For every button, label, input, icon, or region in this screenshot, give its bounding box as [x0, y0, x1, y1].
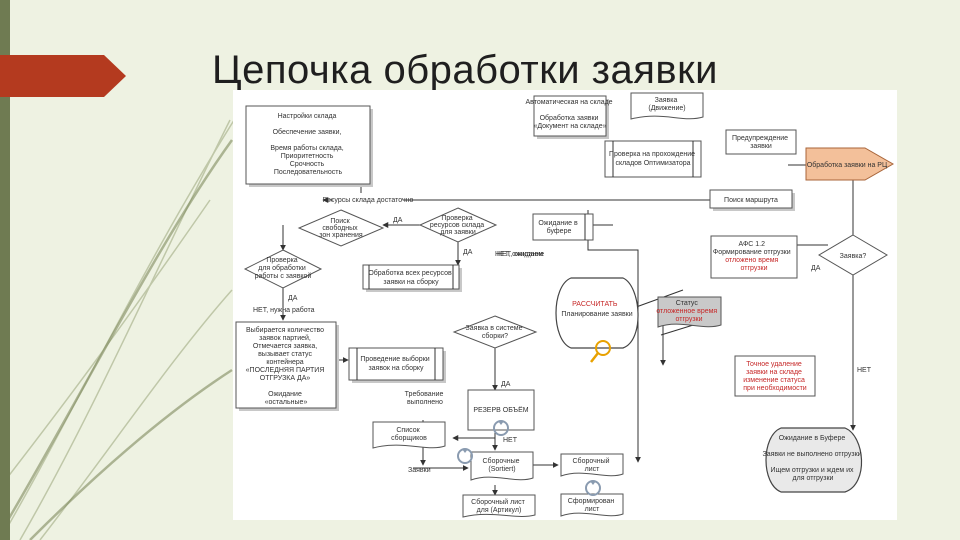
sync-icon [493, 420, 509, 436]
svg-text:Сборочный лист для (Арти: Сборочный лист для (Артикул) [471, 498, 527, 514]
svg-text:Ресурсы склада достаточно: Ресурсы склада достаточно [323, 197, 414, 204]
node-precise-removal: Точное удаление заявки на складе изменен… [734, 355, 816, 397]
edge-label: ДА [811, 265, 821, 272]
svg-text:Поиск свободных зо: Поиск свободных зон хранения [319, 218, 363, 239]
svg-text:АФС 1.2 Формирование отг: АФС 1.2 Формирование отгрузки отложено в… [713, 233, 795, 272]
node-assembly-selection: Проведение выборки заявок на сборку [348, 347, 446, 383]
svg-text:Сборочный лист: Сборочный лист [573, 457, 612, 473]
accent-bar [0, 0, 10, 540]
edge-label: ДА [463, 249, 473, 256]
node-buffer-waiting-display: Ожидание в Буфере Заявки не выполнено от… [762, 427, 863, 493]
node-status-document: Статус отложенное время отгрузки [656, 292, 722, 328]
svg-text:Заявка?: Заявка? [840, 253, 867, 260]
svg-text:Предупреждение заявки: Предупреждение заявки [732, 135, 790, 150]
flowchart-canvas: Настройки склада Обеспечение заявки, Вре… [235, 92, 895, 518]
node-warehouse-settings: Настройки склада Обеспечение заявки, Вре… [245, 105, 373, 187]
node-batch-selection: Выбирается количество заявок партией, От… [235, 321, 339, 411]
svg-text:Проверка на прохождение: Проверка на прохождение складов Оптимиза… [609, 151, 697, 167]
svg-text:Сформирован лист: Сформирован лист [568, 498, 616, 513]
svg-text:Обработка всех ресурсов: Обработка всех ресурсов заявки на сборку [368, 269, 453, 286]
svg-text:Обработка заявки на РЦ: Обработка заявки на РЦ [807, 161, 888, 169]
edge-label: ДА [393, 217, 403, 224]
node-assembly-sorted: Сборочные (Sortiert) [470, 451, 534, 481]
node-requirement-done: Требование выполнено [405, 390, 446, 406]
svg-text:Статус отложенное время: Статус отложенное время отгрузки [656, 292, 721, 323]
node-calculate-planning: РАССЧИТАТЬ Планирование заявки [555, 277, 639, 349]
node-afs-note: АФС 1.2 Формирование отгрузки отложено в… [710, 233, 798, 279]
node-warning: Предупреждение заявки [725, 129, 797, 155]
node-formed-sheet: Сформирован лист [560, 493, 624, 517]
node-free-zones-decision: Поиск свободных зон хранения [297, 209, 385, 247]
edge-label: НЕТ [857, 367, 872, 374]
svg-text:Ожидание в Буфере: Ожидание в Буфере Заявки не выполнено от… [762, 435, 863, 482]
node-no-wait-label: НЕТ, ожидание [495, 251, 544, 258]
edge-labels: ДА ДА НЕТ, ожидаем ДА ДА НЕТ Заявки НЕТ [288, 217, 872, 474]
node-processing-decision: Проверка для обработки работы с заявкой [243, 249, 323, 289]
node-resources-decision: Проверка ресурсов склада для заявки [418, 207, 498, 243]
svg-text:Заявка (Движение): Заявка (Движение) [648, 97, 685, 112]
node-article-sheet: Сборочный лист для (Артикул) [462, 494, 536, 518]
svg-text:Проверка ресурсов склада: Проверка ресурсов склада для заявки [430, 215, 486, 236]
title-arrow-accent [0, 55, 126, 97]
edge-label: НЕТ [503, 437, 518, 444]
node-yes-label: ДА [501, 381, 511, 388]
node-need-work-label: НЕТ, нужна работа [253, 306, 315, 314]
node-assembly-system-decision: Заявка в системе сборки? [452, 315, 538, 349]
node-request-decision: Заявка? [818, 234, 888, 276]
node-route-search: Поиск маршрута [709, 189, 795, 211]
edge-label: Заявки [408, 467, 431, 474]
node-buffer-wait: Ожидание в буфере [532, 213, 594, 241]
svg-text:Проверка для обработки: Проверка для обработки работы с заявкой [255, 257, 312, 280]
svg-text:Автоматическая на складе: Автоматическая на складе Обработка заявк… [525, 99, 614, 130]
svg-text:Сборочные (Sortiert): Сборочные (Sortiert) [483, 457, 522, 473]
svg-text:Настройки склада: Настройки склада Обеспечение заявки, Вре… [270, 112, 345, 176]
sync-icon [585, 480, 601, 496]
node-resources-enough: Ресурсы склада достаточно [323, 193, 414, 205]
svg-text:Проведение выборки заяво: Проведение выборки заявок на сборку [360, 355, 431, 372]
svg-text:РЕЗЕРВ ОБЪЁМ: РЕЗЕРВ ОБЪЁМ [473, 406, 528, 414]
edge-label: НЕТ, ожидаем [497, 251, 543, 258]
svg-text:Список сборщиков: Список сборщиков [391, 427, 427, 442]
node-assembly-sheet: Сборочный лист [560, 453, 624, 477]
magnifier-icon [590, 340, 611, 363]
node-resources-assembly: Обработка всех ресурсов заявки на сборку [362, 264, 462, 292]
node-auto-warehouse: Автоматическая на складе Обработка заявк… [525, 95, 614, 139]
edge-label: ДА [288, 295, 298, 302]
sync-icon [457, 448, 473, 464]
svg-text:Точное удаление заявки н: Точное удаление заявки на складе изменен… [743, 361, 807, 392]
slide-title: Цепочка обработки заявки [212, 48, 718, 92]
svg-text:Ожидание в буфере: Ожидание в буфере [538, 220, 579, 235]
flowchart: Настройки склада Обеспечение заявки, Вре… [233, 90, 897, 520]
svg-text:Заявка в системе сборки?: Заявка в системе сборки? [466, 325, 525, 340]
node-assemblers-list: Список сборщиков [372, 421, 446, 449]
node-request-document: Заявка (Движение) [630, 92, 704, 120]
svg-text:Поиск маршрута: Поиск маршрута [724, 197, 778, 204]
node-rc-processing: Обработка заявки на РЦ [805, 147, 895, 181]
svg-text:Требование выполнено: Требование выполнено [405, 390, 446, 406]
svg-text:Выбирается количество за: Выбирается количество заявок партией, От… [246, 326, 327, 406]
node-optimizer-check: Проверка на прохождение складов Оптимиза… [604, 140, 702, 178]
svg-text:РАССЧИТАТЬ Планирование: РАССЧИТАТЬ Планирование заявки [561, 293, 632, 318]
